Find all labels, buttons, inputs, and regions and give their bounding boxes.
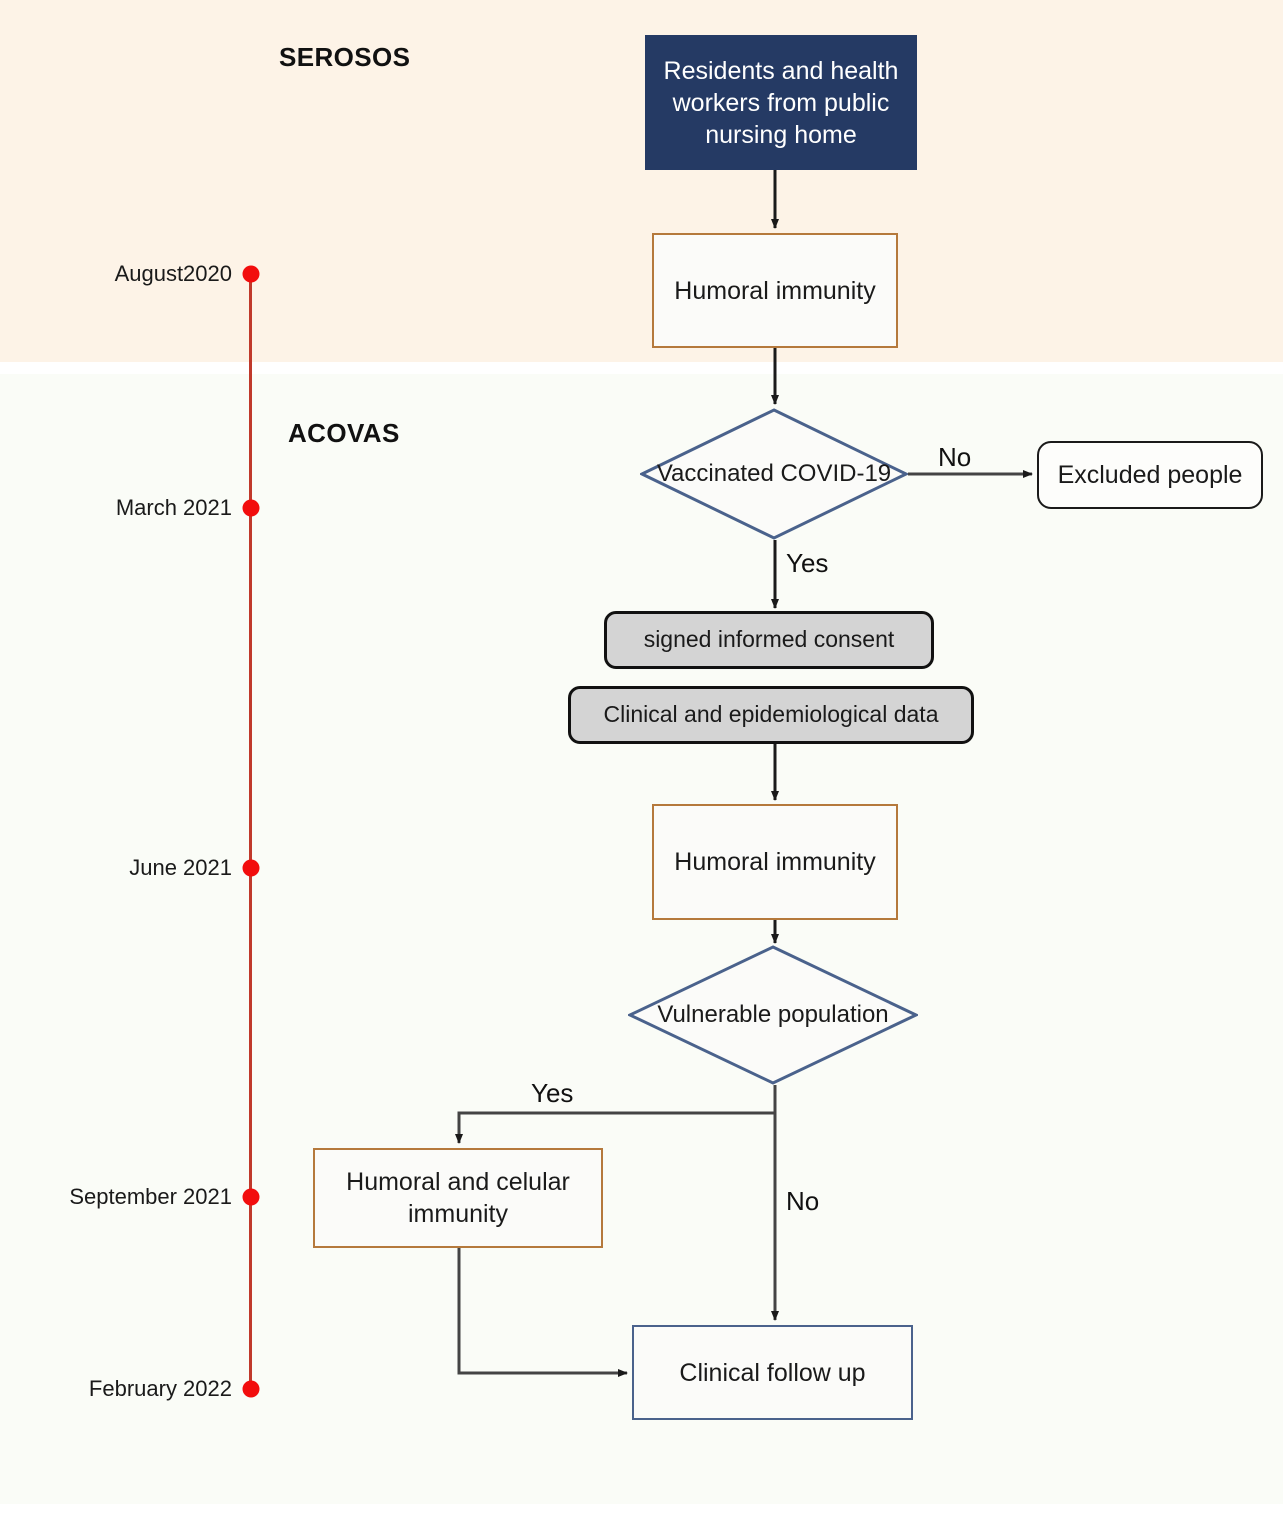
timeline-dot-june2021 [242,859,260,877]
timeline-label-june2021: June 2021 [129,855,232,880]
decision-vulnerable-population[interactable]: Vulnerable population [628,945,918,1085]
node-humoral-and-celular-immunity[interactable]: Humoral and celular immunity [313,1148,603,1248]
edge-label-vaccinated-yes: Yes [786,548,829,578]
node-signed-informed-consent[interactable]: signed informed consent [604,611,934,669]
diamond-shape-icon [628,945,918,1085]
timeline-dot-march2021 [242,499,260,517]
node-clinical-epidemiological-data[interactable]: Clinical and epidemiological data [568,686,974,744]
node-clinical-follow-up[interactable]: Clinical follow up [632,1325,913,1420]
edge-label-vulnerable-no: No [786,1186,820,1216]
timeline-dot-august2020 [242,265,260,283]
timeline-dot-september2021 [242,1188,260,1206]
timeline-label-august2020: August2020 [114,261,232,286]
node-humoral-immunity-2[interactable]: Humoral immunity [652,804,898,920]
timeline-label-february2022: February 2022 [88,1376,232,1401]
node-source-population[interactable]: Residents and health workers from public… [645,35,917,170]
edge-label-vulnerable-yes: Yes [531,1078,574,1108]
timeline-axis [249,274,252,1391]
timeline-dot-february2022 [242,1380,260,1398]
node-excluded-people[interactable]: Excluded people [1037,441,1263,509]
decision-vaccinated-label: Vaccinated COVID-19 [656,460,892,488]
section-title-acovas: ACOVAS [288,418,400,448]
serosos-band [0,0,1283,362]
acovas-band [0,374,1283,1504]
diamond-shape-icon [640,408,908,540]
edge-label-vaccinated-no: No [938,442,972,472]
decision-vaccinated-covid19[interactable]: Vaccinated COVID-19 [640,408,908,540]
timeline-label-september2021: September 2021 [69,1184,232,1209]
decision-vulnerable-label: Vulnerable population [657,1001,889,1029]
timeline-label-march2021: March 2021 [115,495,232,520]
section-title-serosos: SEROSOS [279,42,411,72]
node-humoral-immunity-1[interactable]: Humoral immunity [652,233,898,348]
